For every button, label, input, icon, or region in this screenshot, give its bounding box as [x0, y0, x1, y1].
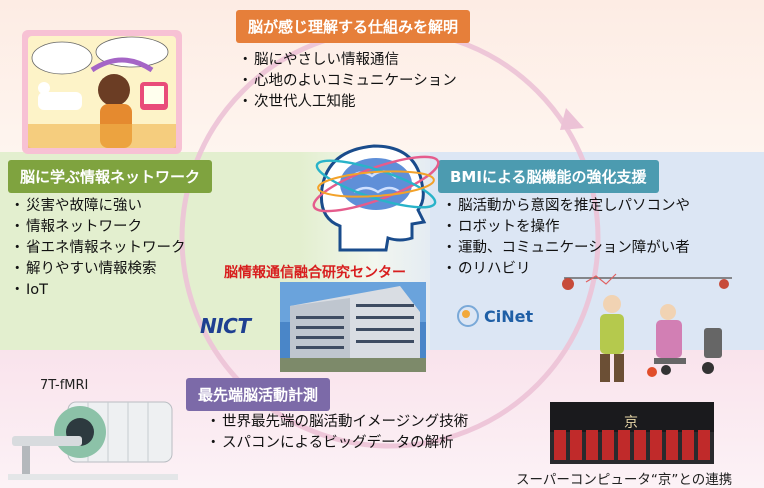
- list-item: 脳活動から意図を推定しパソコンや: [442, 196, 690, 217]
- left-section-title: 脳に学ぶ情報ネットワーク: [8, 160, 213, 193]
- top-section-title: 脳が感じ理解する仕組みを解明: [236, 10, 471, 43]
- cinet-logo: CiNet: [456, 304, 533, 328]
- nict-logo-text: NICT: [200, 314, 251, 338]
- supercomputer-picture: [550, 402, 714, 464]
- list-item: 省エネ情報ネットワーク: [10, 238, 185, 259]
- bmi-rehab-illustration: [562, 273, 732, 382]
- center-label: 脳情報通信融合研究センター: [224, 265, 406, 281]
- right-section-list: 脳活動から意図を推定しパソコンや ロボットを操作 運動、コミュニケーション障がい…: [442, 196, 690, 280]
- right-section-title: BMIによる脳機能の強化支援: [438, 160, 659, 193]
- list-item: 世界最先端の脳活動イメージング技術: [206, 412, 468, 433]
- bottom-section-title: 最先端脳活動計測: [186, 378, 331, 411]
- left-section-list: 災害や故障に強い 情報ネットワーク 省エネ情報ネットワーク 解りやすい情報検索 …: [10, 196, 186, 301]
- list-item: 災害や故障に強い: [10, 196, 186, 217]
- cinet-logo-text: CiNet: [484, 306, 534, 326]
- nict-logo: NICT: [200, 314, 251, 338]
- building-photo: [280, 282, 426, 372]
- fmri-label: 7T-fMRI: [40, 378, 89, 393]
- brain-head-icon: [312, 144, 440, 252]
- list-item: 心地のよいコミュニケーション: [238, 71, 457, 92]
- list-item: 脳にやさしい情報通信: [238, 50, 457, 71]
- fmri-machine-picture: [8, 401, 178, 480]
- list-item: 運動、コミュニケーション障がい者: [442, 238, 690, 259]
- cinet-head-icon: [457, 305, 479, 327]
- top-section-list: 脳にやさしい情報通信 心地のよいコミュニケーション 次世代人工知能: [238, 50, 457, 113]
- supercomputer-caption: スーパーコンピュータ“京”との連携: [516, 472, 733, 488]
- list-item: スパコンによるビッグデータの解析: [206, 433, 468, 454]
- list-item: のリハビリ: [442, 259, 690, 280]
- list-item: 次世代人工知能: [238, 92, 457, 113]
- bottom-section-list: 世界最先端の脳活動イメージング技術 スパコンによるビッグデータの解析: [206, 412, 468, 454]
- list-item: 情報ネットワーク: [10, 217, 186, 238]
- list-item: ロボットを操作: [442, 217, 690, 238]
- list-item: IoT: [10, 280, 186, 301]
- cartoon-illustration: [22, 30, 182, 154]
- list-item: 解りやすい情報検索: [10, 259, 186, 280]
- kyo-logo-char: 京: [624, 415, 638, 431]
